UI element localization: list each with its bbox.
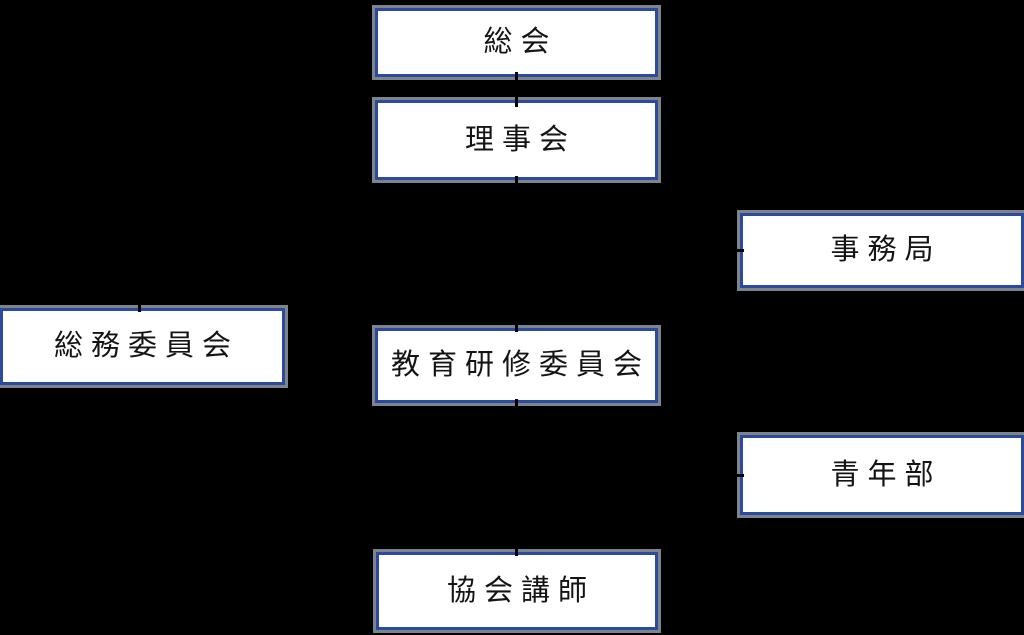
node-rijikai: 理事会 bbox=[375, 100, 658, 180]
node-label: 理事会 bbox=[464, 123, 576, 156]
node-label: 事務局 bbox=[830, 234, 942, 266]
connector-kyoiku-koshi bbox=[515, 399, 518, 556]
node-soukai: 総会 bbox=[375, 8, 658, 77]
connector-branch-seinenbu bbox=[515, 474, 744, 477]
node-label: 協会講師 bbox=[446, 574, 595, 607]
connector-soukai-rijikai bbox=[515, 72, 518, 107]
node-kyokai-koshi: 協会講師 bbox=[376, 552, 658, 630]
node-jimukyoku: 事務局 bbox=[740, 213, 1024, 288]
node-label: 青年部 bbox=[830, 458, 942, 491]
node-label: 総務委員会 bbox=[53, 330, 239, 362]
connector-drop-soumu bbox=[138, 249, 141, 312]
node-kyoiku-kenshu-iinkai: 教育研修委員会 bbox=[375, 328, 658, 403]
node-soumu-iinkai: 総務委員会 bbox=[0, 308, 285, 385]
node-label: 総会 bbox=[483, 26, 558, 58]
connector-rijikai-kyoiku bbox=[515, 176, 518, 332]
connector-branch-jimukyoku-soumu bbox=[138, 249, 744, 252]
node-seinenbu: 青年部 bbox=[740, 435, 1024, 515]
node-label: 教育研修委員会 bbox=[390, 349, 650, 381]
